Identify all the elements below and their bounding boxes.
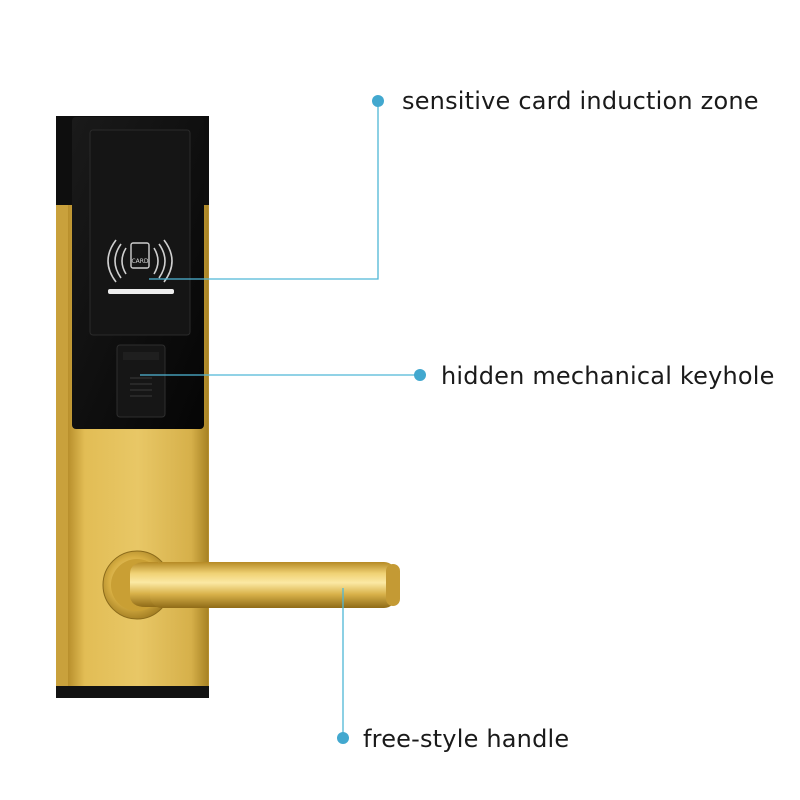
callout-lines — [140, 95, 426, 744]
callout-label-keyhole: hidden mechanical keyhole — [441, 362, 775, 390]
gold-side-strip-left — [56, 205, 70, 690]
handle-bar — [150, 562, 396, 608]
callout-label-handle: free-style handle — [363, 725, 570, 753]
status-led-slit — [108, 289, 174, 294]
callout-line-card-zone — [149, 101, 379, 280]
reader-face — [89, 129, 191, 336]
lever-handle — [102, 550, 400, 620]
callout-dot-keyhole — [414, 369, 426, 381]
callout-dot-handle — [337, 732, 349, 744]
card-icon-label: CARD — [131, 258, 148, 265]
card-reader-panel: CARD — [72, 117, 204, 429]
bottom-edge — [56, 686, 209, 698]
keyhole-cover — [116, 344, 166, 418]
callout-dot-card-zone — [372, 95, 384, 107]
callout-label-card-zone: sensitive card induction zone — [402, 87, 759, 115]
